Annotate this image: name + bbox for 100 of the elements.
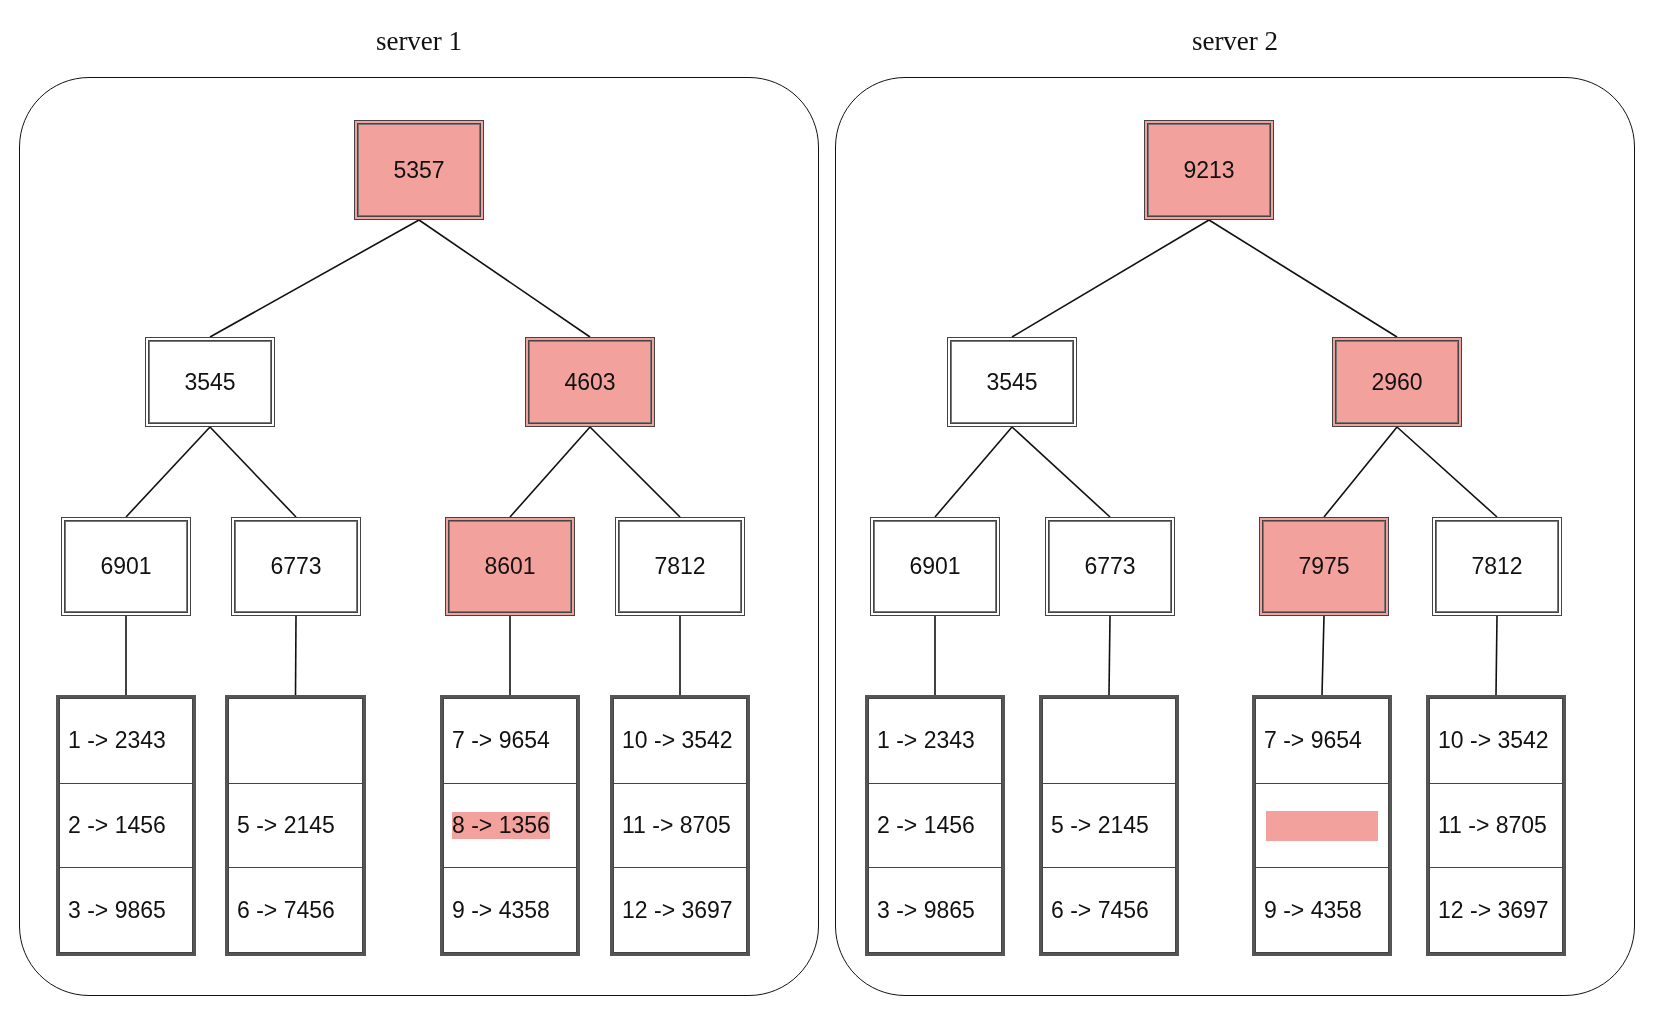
hash-value: 6773 <box>1084 553 1136 580</box>
hash-box <box>1144 120 1274 220</box>
leaf-entry: 1 -> 2343 <box>877 727 975 755</box>
leaf-cell <box>59 782 193 869</box>
connector-line <box>509 615 511 696</box>
connector-line <box>589 426 681 518</box>
hash-value: 7812 <box>1471 553 1523 580</box>
leaf-cell <box>228 867 363 953</box>
leaf-cell <box>1255 698 1389 784</box>
hash-box <box>1332 337 1462 427</box>
hash-box <box>354 120 484 220</box>
hash-box <box>947 337 1077 427</box>
connector-line <box>679 615 681 696</box>
leaf-entry: 3 -> 9865 <box>68 896 166 924</box>
leaf-column <box>610 695 750 956</box>
connector-line <box>209 426 297 518</box>
leaf-entry: 11 -> 8705 <box>622 812 731 839</box>
leaf-cell <box>1429 867 1563 953</box>
leaf-entry: 3 -> 9865 <box>877 896 975 924</box>
connector-line <box>1323 426 1398 518</box>
leaf-cell <box>1042 867 1176 953</box>
hash-box <box>231 517 361 616</box>
hash-value: 7812 <box>654 553 706 580</box>
connector-line <box>418 219 591 338</box>
leaf-cell <box>613 867 747 953</box>
leaf-cell <box>59 867 193 953</box>
leaf-cell <box>1042 782 1176 869</box>
empty-leaf-cell <box>1255 782 1389 869</box>
leaf-entry: 5 -> 2145 <box>1051 812 1149 839</box>
hash-box <box>445 517 575 616</box>
leaf-entry: 2 -> 1456 <box>877 812 975 839</box>
leaf-cell <box>443 867 577 953</box>
connector-line <box>1208 219 1398 338</box>
leaf-entry: 8 -> 1356 <box>452 812 550 839</box>
leaf-column <box>1426 695 1566 956</box>
connector-line <box>125 615 127 696</box>
leaf-column <box>1252 695 1392 956</box>
hash-value: 6773 <box>270 553 322 580</box>
hash-box <box>1045 517 1175 616</box>
leaf-entry: 11 -> 8705 <box>1438 812 1547 839</box>
hash-box <box>870 517 1000 616</box>
hash-value: 8601 <box>484 553 536 580</box>
leaf-cell <box>228 782 363 869</box>
connector-line <box>1011 219 1210 338</box>
hash-value: 5357 <box>393 156 445 184</box>
hash-value: 6901 <box>100 553 152 580</box>
connector-line <box>209 219 420 338</box>
connector-line <box>509 426 591 518</box>
leaf-column <box>1039 695 1179 956</box>
leaf-entry: 7 -> 9654 <box>452 727 550 755</box>
connector-line <box>125 426 211 518</box>
leaf-cell <box>868 698 1002 784</box>
connector-line <box>934 426 1013 518</box>
leaf-entry: 1 -> 2343 <box>68 727 166 755</box>
empty-leaf-cell <box>228 698 363 784</box>
leaf-cell <box>59 698 193 784</box>
leaf-entry: 5 -> 2145 <box>237 812 335 839</box>
leaf-column <box>56 695 196 956</box>
leaf-entry: 2 -> 1456 <box>68 812 166 839</box>
leaf-cell <box>1429 698 1563 784</box>
connector-line <box>1011 426 1111 518</box>
hash-box <box>145 337 275 427</box>
leaf-cell <box>868 782 1002 869</box>
hash-value: 2960 <box>1371 368 1423 396</box>
leaf-entry: 6 -> 7456 <box>237 896 335 924</box>
leaf-entry: 10 -> 3542 <box>622 727 733 755</box>
leaf-column <box>225 695 366 956</box>
empty-leaf-cell <box>1042 698 1176 784</box>
hash-box <box>1432 517 1562 616</box>
hash-box <box>525 337 655 427</box>
hash-value: 9213 <box>1183 156 1235 184</box>
hash-value: 3545 <box>986 368 1038 396</box>
hash-value: 3545 <box>184 368 236 396</box>
hash-box <box>61 517 191 616</box>
leaf-cell <box>613 698 747 784</box>
leaf-entry: 9 -> 4358 <box>452 896 550 924</box>
connector-line <box>294 615 297 696</box>
connector-line <box>1495 615 1498 696</box>
connector-line <box>1396 426 1498 518</box>
hash-box <box>1259 517 1389 616</box>
panel-title: server 1 <box>375 26 463 57</box>
leaf-entry: 6 -> 7456 <box>1051 896 1149 924</box>
leaf-entry: 7 -> 9654 <box>1264 727 1362 755</box>
hash-value: 4603 <box>564 368 616 396</box>
leaf-cell <box>443 698 577 784</box>
leaf-cell <box>1429 782 1563 869</box>
leaf-entry: 10 -> 3542 <box>1438 727 1549 755</box>
connector-line <box>1108 615 1111 696</box>
leaf-entry: 9 -> 4358 <box>1264 896 1362 924</box>
leaf-entry: 12 -> 3697 <box>622 896 733 924</box>
leaf-cell <box>868 867 1002 953</box>
leaf-entry: 12 -> 3697 <box>1438 896 1549 924</box>
leaf-cell <box>443 782 577 869</box>
panel-title: server 2 <box>1191 26 1279 57</box>
leaf-column <box>865 695 1005 956</box>
hash-value: 6901 <box>909 553 961 580</box>
leaf-cell <box>1255 867 1389 953</box>
hash-value: 7975 <box>1298 553 1350 580</box>
leaf-column <box>440 695 580 956</box>
hash-box <box>615 517 745 616</box>
